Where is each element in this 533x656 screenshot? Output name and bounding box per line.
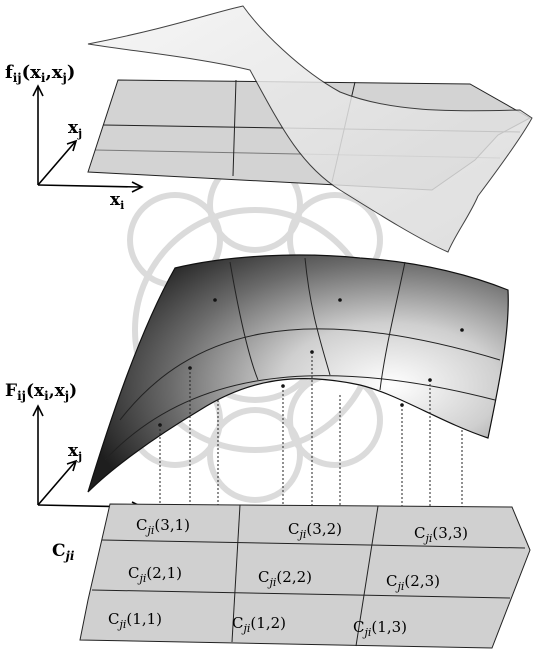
grid-cell-label-3-3: Cji(3,3) <box>414 524 468 545</box>
middle-panel: Fij(xi,xj) xj xi <box>5 254 509 531</box>
grid-cell-label-2-1: Cji(2,1) <box>128 564 182 585</box>
bottom-grid-label: Cji <box>52 541 75 563</box>
grid-cell-label-2-3: Cji(2,3) <box>386 572 440 593</box>
grid-cell-label-2-2: Cji(2,2) <box>258 568 312 589</box>
middle-surface-gridlines <box>104 257 501 461</box>
top-panel: fij(xi,xj) xj xi <box>5 5 533 253</box>
top-axis-xj-label: xj <box>68 118 82 140</box>
grid-cell-label-3-2: Cji(3,2) <box>288 520 342 541</box>
grid-cell-label-1-1: Cji(1,1) <box>108 610 162 631</box>
middle-surface <box>87 254 509 493</box>
grid-cell-label-1-3: Cji(1,3) <box>353 618 407 639</box>
bottom-cell-labels: Cji(3,1) Cji(3,2) Cji(3,3) Cji(2,1) Cji(2,2)… <box>108 516 468 639</box>
top-curved-sheet <box>87 5 533 253</box>
bottom-grid-lines <box>91 504 526 647</box>
bottom-grid-plane <box>79 503 531 649</box>
top-axis-xi-label: xi <box>110 190 124 212</box>
bottom-panel: Cji Cji(3,1)Cji(3,2)Cji(3,3)Cji(2,1)Cji(… <box>52 503 531 649</box>
grid-cell-label-1-2: Cji(1,2) <box>232 614 286 635</box>
grid-cell-label-3-1: Cji(3,1) <box>136 516 190 537</box>
top-function-label: fij(xi,xj) <box>5 62 75 85</box>
top-axes <box>32 84 144 193</box>
middle-axis-xj-label: xj <box>68 441 82 463</box>
middle-function-label: Fij(xi,xj) <box>5 381 77 403</box>
